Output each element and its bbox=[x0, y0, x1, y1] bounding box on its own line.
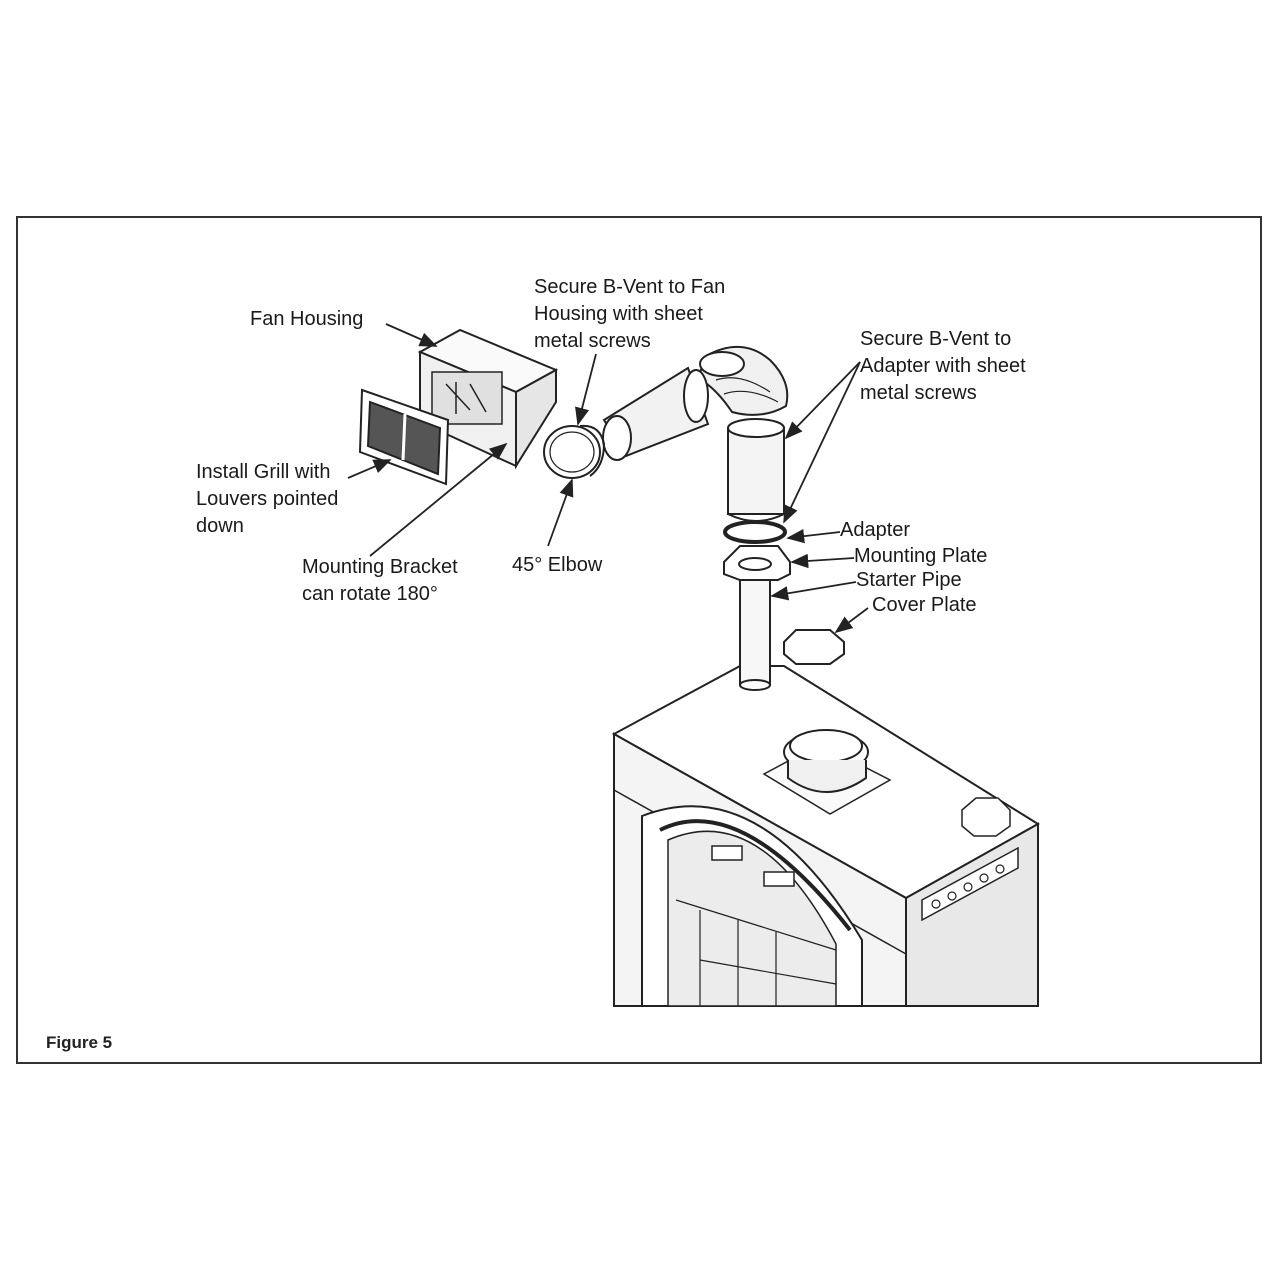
label-mounting-plate: Mounting Plate bbox=[854, 545, 988, 567]
starter-pipe-assembly bbox=[696, 345, 791, 691]
fireplace-unit bbox=[611, 665, 1040, 1007]
horizontal-vent bbox=[543, 366, 710, 479]
label-starter-pipe: Starter Pipe bbox=[856, 569, 962, 591]
label-fan-housing: Fan Housing bbox=[250, 308, 364, 330]
label-cover-plate: Cover Plate bbox=[872, 594, 977, 616]
leader-lines bbox=[347, 323, 869, 634]
label-install-grill: Install Grill with Louvers pointed down bbox=[196, 461, 339, 537]
cover-plate bbox=[783, 629, 845, 665]
label-mounting-bracket: Mounting Bracket can rotate 180° bbox=[302, 556, 458, 605]
label-adapter: Adapter bbox=[840, 519, 911, 541]
louvered-grill bbox=[358, 388, 450, 486]
label-secure-adapter: Secure B-Vent to Adapter with sheet meta… bbox=[860, 328, 1026, 404]
fan-housing bbox=[417, 328, 559, 470]
label-45-elbow: 45° Elbow bbox=[512, 554, 603, 576]
figure-caption: Figure 5 bbox=[46, 1033, 113, 1052]
label-secure-fan-housing: Secure B-Vent to Fan Housing with sheet … bbox=[534, 276, 726, 352]
